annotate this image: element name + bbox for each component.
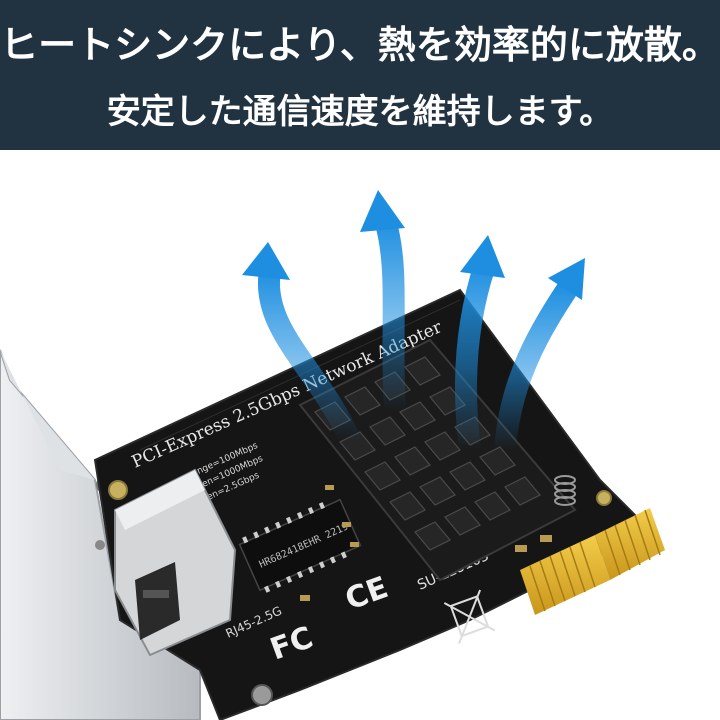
heat-dissipation-arrows bbox=[242, 190, 585, 461]
heat-arrow-icon bbox=[454, 235, 505, 461]
network-card-illustration: PCI-Express 2.5Gbps Network Adapter oran… bbox=[0, 190, 665, 720]
rj45-port bbox=[114, 468, 237, 657]
heat-arrow-icon bbox=[360, 190, 406, 421]
heat-arrow-icon bbox=[242, 242, 361, 451]
transformer-chip: HR682418EHR 2219 bbox=[238, 498, 362, 593]
product-photo: PCI-Express 2.5Gbps Network Adapter oran… bbox=[0, 150, 720, 720]
gold-contacts bbox=[520, 508, 665, 615]
caption-line-2: 安定した通信速度を維持します。 bbox=[106, 92, 614, 132]
heat-arrow-icon bbox=[494, 258, 585, 461]
caption-line-1: ヒートシンクにより、熱を効率的に放散。 bbox=[0, 23, 720, 67]
caption-banner: ヒートシンクにより、熱を効率的に放散。 安定した通信速度を維持します。 bbox=[0, 0, 720, 150]
weee-bin-icon bbox=[443, 589, 496, 644]
